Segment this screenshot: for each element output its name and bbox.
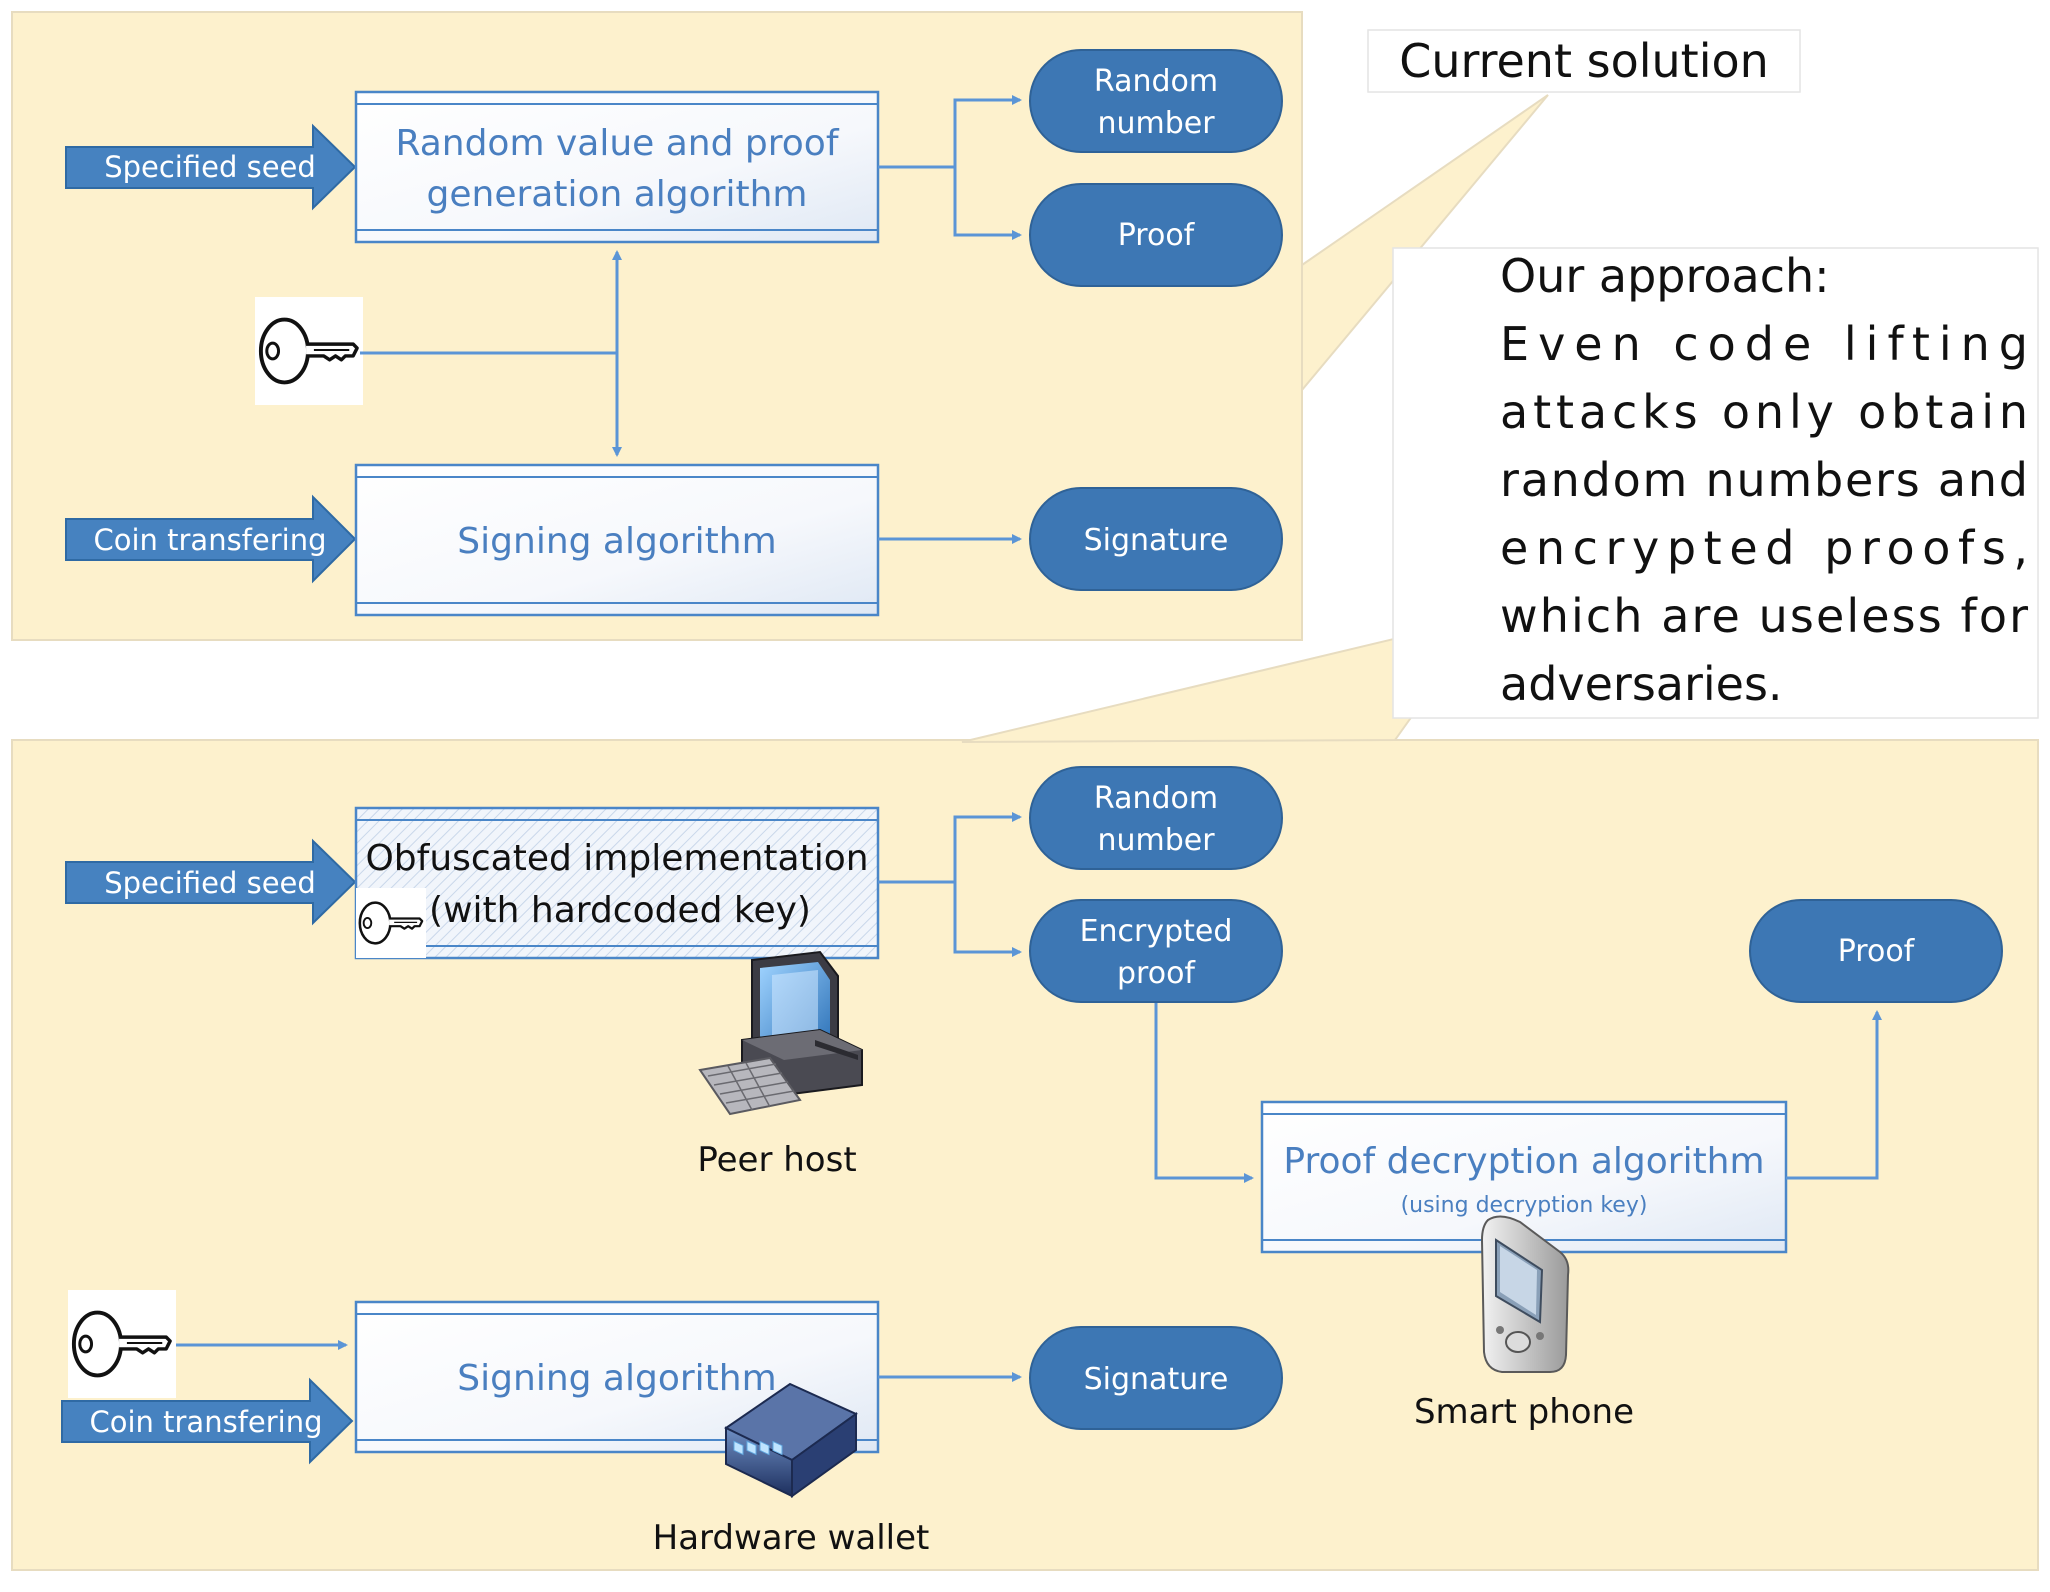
encrypted-proof-label-2: proof (1117, 956, 1196, 991)
proof-decryption-box: Proof decryption algorithm (using decryp… (1260, 1100, 1788, 1254)
top-signature-label: Signature (1084, 523, 1229, 558)
proof-decryption-label: Proof decryption algorithm (1283, 1141, 1764, 1182)
bottom-seed-input-arrow: Specified seed (65, 838, 357, 926)
bottom-signing-algorithm-box: Signing algorithm (354, 1300, 880, 1454)
hardcoded-key-icon (356, 888, 426, 958)
top-signature-output: Signature (1029, 487, 1283, 591)
top-seed-label: Specified seed (104, 150, 316, 184)
top-random-label-1: Random (1094, 64, 1218, 99)
top-random-number-output: Random number (1029, 49, 1283, 153)
current-solution-label: Current solution (1399, 34, 1769, 88)
smartphone-icon (1480, 1215, 1570, 1373)
obfuscated-line-2: (with hardcoded key) (429, 890, 811, 931)
approach-line-4: random numbers and (1500, 453, 2028, 507)
current-solution-callout (1367, 29, 1801, 93)
bottom-signature-output: Signature (1029, 1326, 1283, 1430)
decrypted-proof-output: Proof (1749, 899, 2003, 1003)
bottom-coin-input-arrow: Coin transfering (61, 1377, 354, 1465)
smart-phone-label: Smart phone (1414, 1392, 1634, 1432)
proof-decryption-sub: (using decryption key) (1401, 1193, 1648, 1218)
bottom-signing-algo-label: Signing algorithm (457, 1358, 776, 1399)
bottom-seed-label: Specified seed (104, 866, 316, 900)
approach-line-2: Even code lifting (1500, 317, 2028, 371)
approach-line-1: Our approach: (1500, 249, 1830, 303)
top-coin-label: Coin transfering (93, 523, 326, 557)
approach-line-3: attacks only obtain (1500, 385, 2028, 439)
encrypted-proof-output: Encrypted proof (1029, 899, 1283, 1003)
computer-icon (698, 950, 863, 1116)
our-approach-text: Our approach: Even code lifting attacks … (1500, 249, 2028, 711)
key-icon (255, 297, 363, 405)
decrypted-proof-label: Proof (1838, 934, 1916, 969)
peer-host-label: Peer host (697, 1140, 856, 1180)
random-proof-algo-line-2: generation algorithm (427, 174, 808, 215)
bottom-coin-label: Coin transfering (89, 1405, 322, 1439)
top-proof-label: Proof (1118, 218, 1196, 253)
bottom-random-number-output: Random number (1029, 766, 1283, 870)
random-proof-algo-line-1: Random value and proof (395, 123, 839, 164)
hardware-wallet-icon (724, 1382, 858, 1498)
bottom-random-label-2: number (1097, 823, 1215, 858)
bottom-signature-label: Signature (1084, 1362, 1229, 1397)
top-signing-algo-label: Signing algorithm (457, 521, 776, 562)
bottom-random-label-1: Random (1094, 781, 1218, 816)
random-proof-generation-box: Random value and proof generation algori… (354, 90, 880, 244)
top-proof-output: Proof (1029, 183, 1283, 287)
top-signing-algorithm-box: Signing algorithm (354, 463, 880, 617)
encrypted-proof-label-1: Encrypted (1080, 914, 1233, 949)
wallet-key-icon (68, 1290, 176, 1398)
top-seed-input-arrow: Specified seed (65, 123, 357, 211)
top-random-label-2: number (1097, 106, 1215, 141)
obfuscated-line-1: Obfuscated implementation (365, 838, 868, 879)
approach-line-7: adversaries. (1500, 657, 1783, 711)
top-coin-input-arrow: Coin transfering (65, 494, 357, 584)
obfuscated-implementation-box: Obfuscated implementation (with hardcode… (354, 806, 880, 960)
hardware-wallet-label: Hardware wallet (653, 1518, 930, 1558)
approach-line-6: which are useless for (1500, 589, 2028, 643)
our-approach-callout (1392, 247, 2039, 719)
